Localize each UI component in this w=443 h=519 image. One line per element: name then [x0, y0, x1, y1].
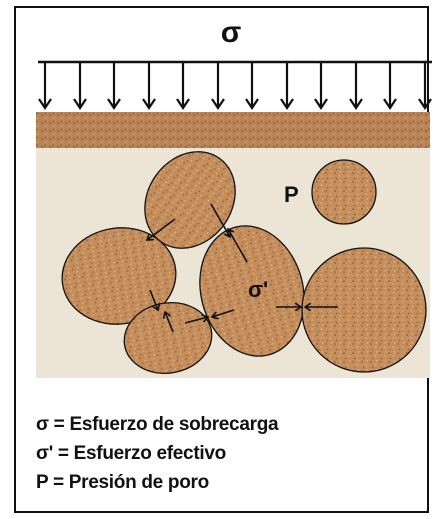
load-arrow: [211, 62, 225, 110]
load-arrow: [280, 62, 294, 110]
legend-item-overburden: σ = Esfuerzo de sobrecarga: [36, 414, 279, 435]
load-symbol: σ: [221, 16, 242, 49]
soil-grain: [123, 302, 213, 374]
contact-force-arrows: [147, 203, 338, 333]
soil-grain: [199, 225, 305, 357]
load-arrow: [107, 62, 121, 110]
soil-grain: [311, 159, 377, 225]
load-arrow: [349, 62, 363, 110]
load-arrows: [38, 62, 432, 110]
legend-item-effective: σ' = Esfuerzo efectivo: [36, 443, 226, 464]
load-arrow: [73, 62, 87, 110]
soil-grain: [301, 247, 427, 373]
legend-item-pore: P = Presión de poro: [36, 472, 209, 493]
load-arrow: [383, 62, 397, 110]
legend: σ = Esfuerzo de sobrecarga σ' = Esfuerzo…: [36, 410, 279, 497]
effective-stress-label: σ': [248, 277, 268, 302]
load-arrow: [314, 62, 328, 110]
soil-band: [36, 112, 430, 148]
load-arrow: [176, 62, 190, 110]
load-arrow: [245, 62, 259, 110]
soil-grain: [61, 227, 177, 325]
pore-pressure-label: P: [284, 182, 299, 207]
load-arrow: [38, 62, 52, 110]
load-arrow: [142, 62, 156, 110]
load-arrow: [418, 62, 432, 110]
soil-grains: [61, 151, 427, 374]
